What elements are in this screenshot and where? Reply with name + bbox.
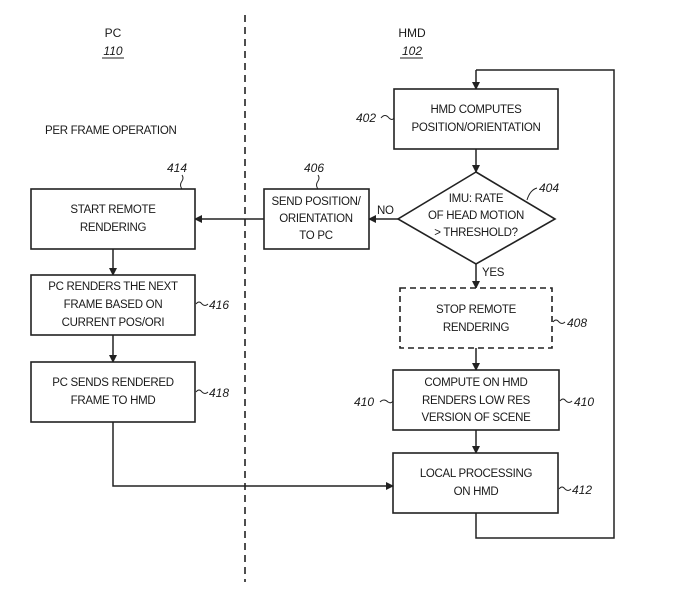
node-404-line-2: OF HEAD MOTION xyxy=(428,210,524,222)
pc-column-title: PC xyxy=(105,26,122,40)
node-406-line-1: SEND POSITION/ xyxy=(271,196,361,208)
node-418-ref: 418 xyxy=(209,386,229,400)
node-406: SEND POSITION/ ORIENTATION TO PC 406 xyxy=(263,161,370,250)
node-404-line-3: > THRESHOLD? xyxy=(434,227,517,239)
node-412-box xyxy=(392,452,559,514)
node-414-ref: 414 xyxy=(167,161,187,175)
node-412-ref: 412 xyxy=(572,483,592,497)
node-412-line-2: ON HMD xyxy=(454,486,499,498)
section-label: PER FRAME OPERATION xyxy=(45,125,176,137)
edge-418-412 xyxy=(112,422,394,490)
node-402-line-2: POSITION/ORIENTATION xyxy=(411,122,540,134)
node-410: COMPUTE ON HMD RENDERS LOW RES VERSION O… xyxy=(354,369,594,431)
node-416-line-1: PC RENDERS THE NEXT xyxy=(48,281,178,293)
loop-back-connector-part xyxy=(475,69,615,539)
node-404-ref: 404 xyxy=(539,181,559,195)
node-406-line-3: TO PC xyxy=(299,230,332,242)
node-406-line-2: ORIENTATION xyxy=(279,213,353,225)
edge-yes-label: YES xyxy=(482,267,505,279)
node-414-box xyxy=(30,188,196,250)
node-402-box xyxy=(393,88,559,150)
node-416-line-3: CURRENT POS/ORI xyxy=(62,317,165,329)
node-418-box xyxy=(30,361,196,423)
node-402-ref: 402 xyxy=(356,111,376,125)
node-414-line-1: START REMOTE xyxy=(70,204,156,216)
node-404-leader xyxy=(526,187,538,201)
node-416: PC RENDERS THE NEXT FRAME BASED ON CURRE… xyxy=(30,274,229,336)
node-410-line-2: RENDERS LOW RES xyxy=(422,395,531,407)
node-416-line-2: FRAME BASED ON xyxy=(64,299,163,311)
node-404-line-1: IMU: RATE xyxy=(449,193,504,205)
node-418-line-2: FRAME TO HMD xyxy=(71,395,156,407)
node-408-leader xyxy=(552,319,566,324)
node-414-leader xyxy=(180,174,184,190)
node-406-leader xyxy=(316,174,320,190)
hmd-column-title: HMD xyxy=(398,26,426,40)
node-410-line-3: VERSION OF SCENE xyxy=(422,412,532,424)
node-402-leader xyxy=(380,115,395,120)
node-408-box xyxy=(399,287,553,349)
node-410-line-1: COMPUTE ON HMD xyxy=(424,377,527,389)
node-416-leader xyxy=(195,301,209,306)
edge-no-label: NO xyxy=(377,205,394,217)
node-406-box xyxy=(263,188,370,250)
node-418: PC SENDS RENDERED FRAME TO HMD 418 xyxy=(30,361,229,423)
node-402-line-1: HMD COMPUTES xyxy=(431,104,523,116)
node-408-line-2: RENDERING xyxy=(443,322,510,334)
node-404: IMU: RATE OF HEAD MOTION > THRESHOLD? 40… xyxy=(396,171,559,265)
node-402: HMD COMPUTES POSITION/ORIENTATION 402 xyxy=(356,88,559,150)
node-410-left-leader xyxy=(379,399,394,404)
node-412: LOCAL PROCESSING ON HMD 412 xyxy=(392,452,592,514)
node-414-line-2: RENDERING xyxy=(80,222,147,234)
node-416-ref: 416 xyxy=(209,298,229,312)
node-414: START REMOTE RENDERING 414 xyxy=(30,161,196,250)
node-410-right-leader xyxy=(559,398,573,403)
node-410-left-ref: 410 xyxy=(354,395,374,409)
node-408-ref: 408 xyxy=(567,316,587,330)
node-410-right-ref: 410 xyxy=(574,395,594,409)
node-412-leader xyxy=(558,486,572,491)
hmd-column-ref: 102 xyxy=(402,44,422,58)
node-412-line-1: LOCAL PROCESSING xyxy=(420,468,533,480)
node-418-line-1: PC SENDS RENDERED xyxy=(52,377,173,389)
node-408-line-1: STOP REMOTE xyxy=(436,304,517,316)
node-408: STOP REMOTE RENDERING 408 xyxy=(399,287,587,349)
node-406-ref: 406 xyxy=(304,161,324,175)
node-410-box xyxy=(392,369,560,431)
node-418-leader xyxy=(195,389,209,394)
pc-column-ref: 110 xyxy=(103,44,122,58)
